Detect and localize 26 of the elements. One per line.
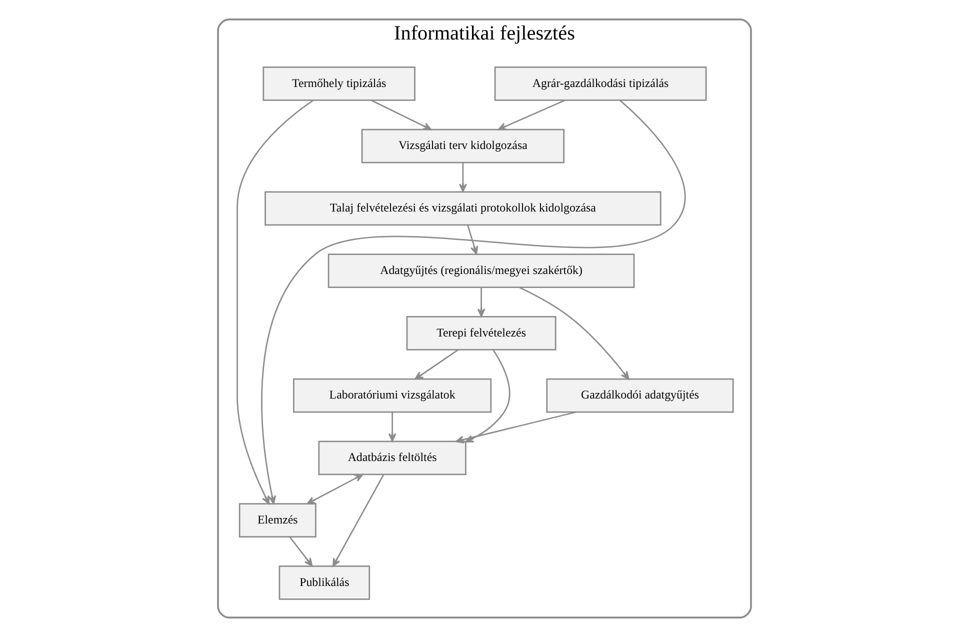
arrow	[388, 412, 396, 442]
arrow	[370, 100, 432, 130]
node-box: Publikálás	[278, 566, 370, 600]
node-box: Laboratóriumi vizsgálatok	[292, 378, 492, 413]
arrow	[476, 288, 485, 317]
arrow	[518, 286, 629, 380]
arrow	[288, 536, 312, 566]
arrow	[466, 225, 478, 255]
node-box: Gazdálkodói adatgyűjtés	[546, 378, 734, 413]
node-box: Termőhely tipizálás	[262, 66, 415, 101]
arrow	[332, 474, 384, 567]
node-box: Elemzés	[238, 503, 316, 538]
arrow	[497, 100, 565, 130]
node-box: Adatgyűjtés (regionális/megyei szakértők)	[327, 254, 634, 288]
arrow	[458, 162, 466, 192]
arrow	[414, 349, 458, 380]
arrow	[260, 100, 685, 504]
arrow	[454, 411, 576, 444]
node-box: Agrár-gazdálkodási tipizálás	[494, 66, 706, 101]
node-box: Talaj felvételezési és vizsgálati protokollok kidolgozása	[264, 191, 661, 226]
node-box: Vizsgálati terv kidolgozása	[360, 128, 564, 164]
node-box: Adatbázis feltöltés	[318, 440, 466, 476]
node-box: Terepi felvételezés	[406, 316, 556, 350]
arrow	[464, 350, 510, 442]
arrow	[306, 474, 363, 504]
arrow	[236, 100, 314, 504]
